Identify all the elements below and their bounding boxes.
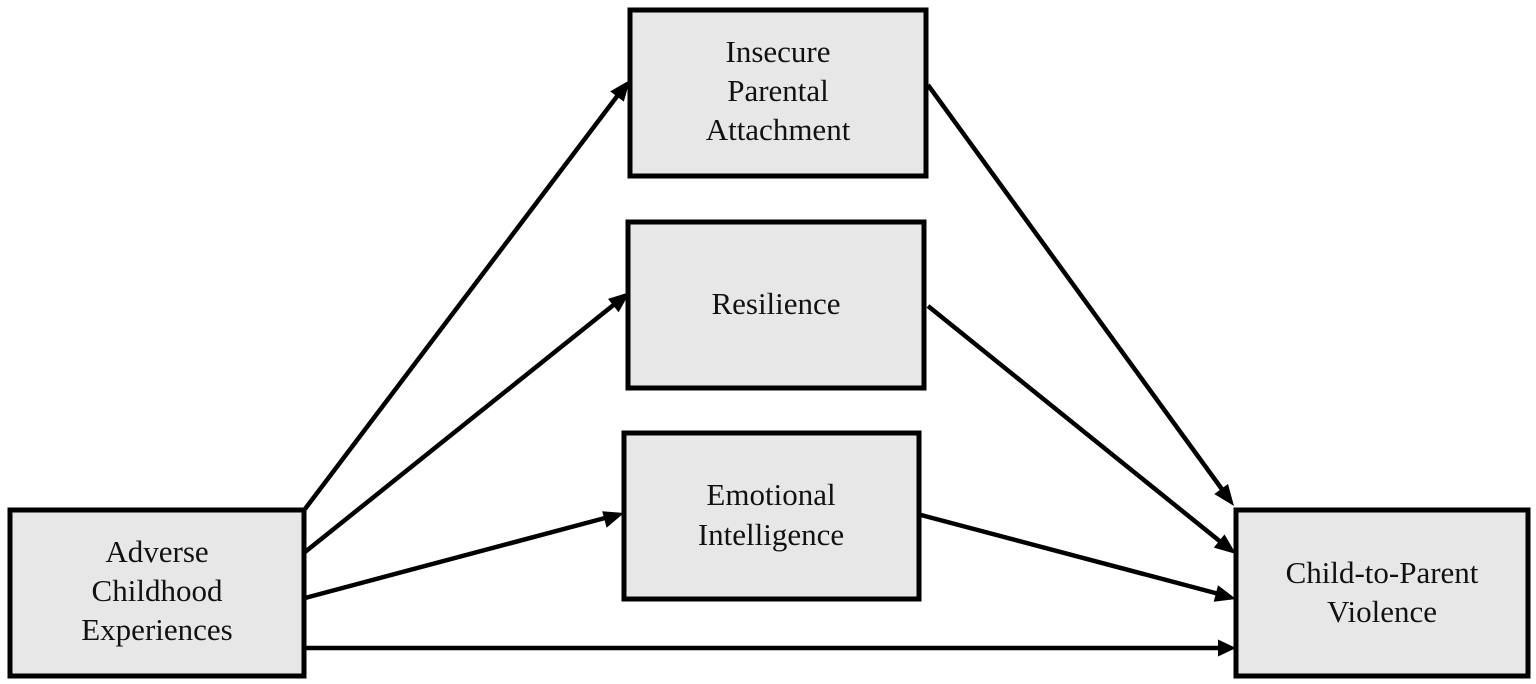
edge-ace-to-res — [303, 292, 630, 554]
node-label-line: Adverse — [105, 534, 208, 569]
edge-emi-to-cpv — [920, 512, 1236, 602]
node-insecure-parental-attachment: Insecure Parental Attachment — [627, 7, 929, 179]
edge-ace-to-ipa — [303, 80, 630, 511]
edges — [303, 80, 1236, 657]
edge-res-to-cpv — [926, 304, 1236, 554]
node-label-line: Insecure — [726, 34, 831, 69]
node-label-line: Child-to-Parent — [1286, 555, 1479, 590]
node-label-line: Attachment — [706, 112, 851, 147]
edge-ace-to-cpv — [305, 639, 1236, 657]
node-label-line: Emotional — [706, 477, 835, 512]
node-child-to-parent-violence: Child-to-Parent Violence — [1233, 507, 1531, 679]
node-adverse-childhood-experiences: Adverse Childhood Experiences — [7, 507, 307, 679]
node-label-line: Parental — [727, 73, 829, 108]
node-label-line: Violence — [1327, 594, 1437, 629]
node-label-line: Resilience — [711, 286, 840, 321]
edge-ipa-to-cpv — [926, 83, 1234, 506]
node-label-line: Childhood — [92, 573, 223, 608]
edge-ace-to-emi — [304, 511, 624, 601]
node-label-line: Intelligence — [698, 517, 844, 552]
node-emotional-intelligence: Emotional Intelligence — [621, 430, 922, 602]
node-label-line: Experiences — [81, 612, 232, 647]
node-resilience: Resilience — [625, 219, 927, 391]
